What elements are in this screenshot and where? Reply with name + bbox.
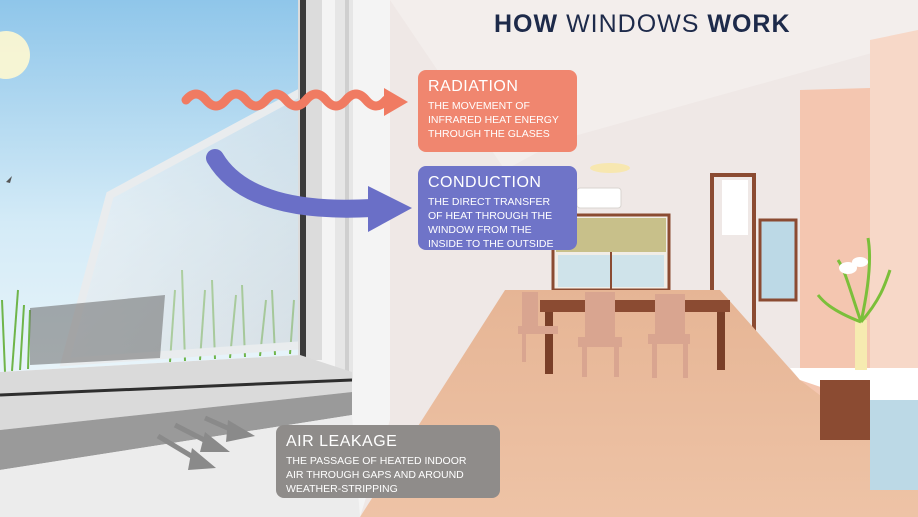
conduction-heading: CONDUCTION <box>428 174 542 191</box>
radiation-callout: RADIATION THE MOVEMENT OF INFRARED HEAT … <box>418 70 577 152</box>
conduction-arrow <box>206 149 381 218</box>
air-leakage-arrows <box>156 415 255 470</box>
air-leakage-description: THE PASSAGE OF HEATED INDOOR AIR THROUGH… <box>286 455 467 495</box>
kitchen-cabinet <box>722 180 748 235</box>
dining-chairs <box>518 292 690 378</box>
title-part-how: HOW <box>494 10 559 38</box>
window-sill <box>0 355 352 430</box>
conduction-description: THE DIRECT TRANSFER OF HEAT THROUGH THE … <box>428 196 554 250</box>
dining-table-top <box>540 300 730 312</box>
sun <box>0 31 30 79</box>
kitchen-window <box>758 218 798 302</box>
title-part-windows: WINDOWS <box>566 10 700 38</box>
conduction-callout: CONDUCTION THE DIRECT TRANSFER OF HEAT T… <box>418 166 577 250</box>
vase <box>855 320 867 370</box>
plant <box>816 237 892 324</box>
screen-panel <box>30 295 165 365</box>
air-leakage-heading: AIR LEAKAGE <box>286 433 398 450</box>
air-conditioner <box>576 187 622 209</box>
bird <box>6 176 12 183</box>
air-leakage-callout: AIR LEAKAGE THE PASSAGE OF HEATED INDOOR… <box>276 425 500 498</box>
title-part-work: WORK <box>707 10 791 38</box>
radiation-arrow <box>181 89 391 111</box>
radiation-description: THE MOVEMENT OF INFRARED HEAT ENERGY THR… <box>428 100 559 140</box>
ceiling-lamp <box>590 163 630 173</box>
radiation-heading: RADIATION <box>428 78 519 95</box>
right-wall <box>800 88 870 420</box>
page-title: HOW WINDOWS WORK <box>494 10 791 39</box>
